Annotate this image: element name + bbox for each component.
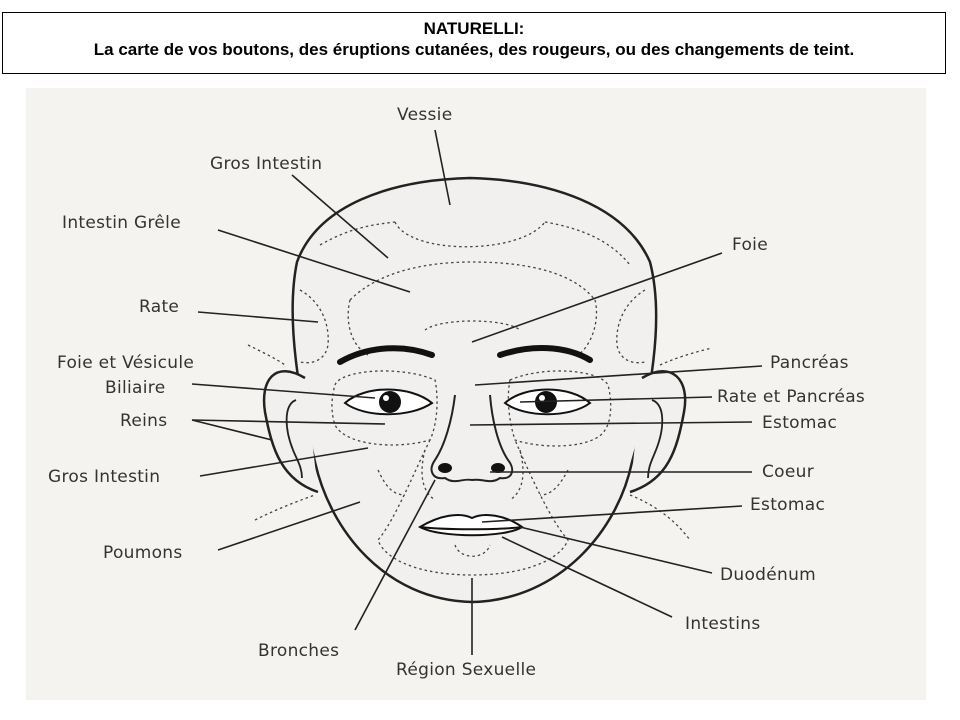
mouth [417,514,524,537]
organ-labels: Vessie Gros Intestin Intestin Grêle Rate… [48,105,865,680]
label-estomac-1: Estomac [762,413,837,433]
label-rate: Rate [139,297,179,317]
leader-lines [191,129,763,655]
subtitle: La carte de vos boutons, des éruptions c… [93,40,855,59]
left-ear [262,370,319,494]
label-estomac-2: Estomac [750,495,825,515]
dotted-zones [247,221,713,576]
label-foie: Foie [732,235,768,255]
left-ear-inner [285,399,303,479]
left-eye [343,388,434,416]
face-outline [291,176,658,604]
label-foie-vesicule-1: Foie et Vésicule [57,353,194,373]
nose [430,394,514,483]
left-nostril [438,463,452,473]
label-intestin-grele: Intestin Grêle [62,213,181,233]
label-gros-intestin-top: Gros Intestin [210,154,322,174]
right-nostril [491,463,505,473]
left-eyebrow [337,345,435,365]
label-vessie: Vessie [397,105,452,125]
label-intestins: Intestins [685,614,761,634]
title-box: NATURELLI: La carte de vos boutons, des … [2,12,946,74]
label-rate-pancreas: Rate et Pancréas [717,387,865,407]
label-bronches: Bronches [258,641,339,661]
right-eyebrow [497,345,593,363]
label-duodenum: Duodénum [720,565,816,585]
label-poumons: Poumons [103,543,183,563]
label-region-sexuelle: Région Sexuelle [396,660,536,680]
label-gros-intestin-left: Gros Intestin [48,467,160,487]
label-coeur: Coeur [762,462,814,482]
label-reins: Reins [120,411,167,431]
right-ear-inner [647,399,664,479]
title: NATURELLI: [423,19,525,38]
label-pancreas: Pancréas [770,353,849,373]
label-foie-vesicule-2: Biliaire [105,378,165,398]
